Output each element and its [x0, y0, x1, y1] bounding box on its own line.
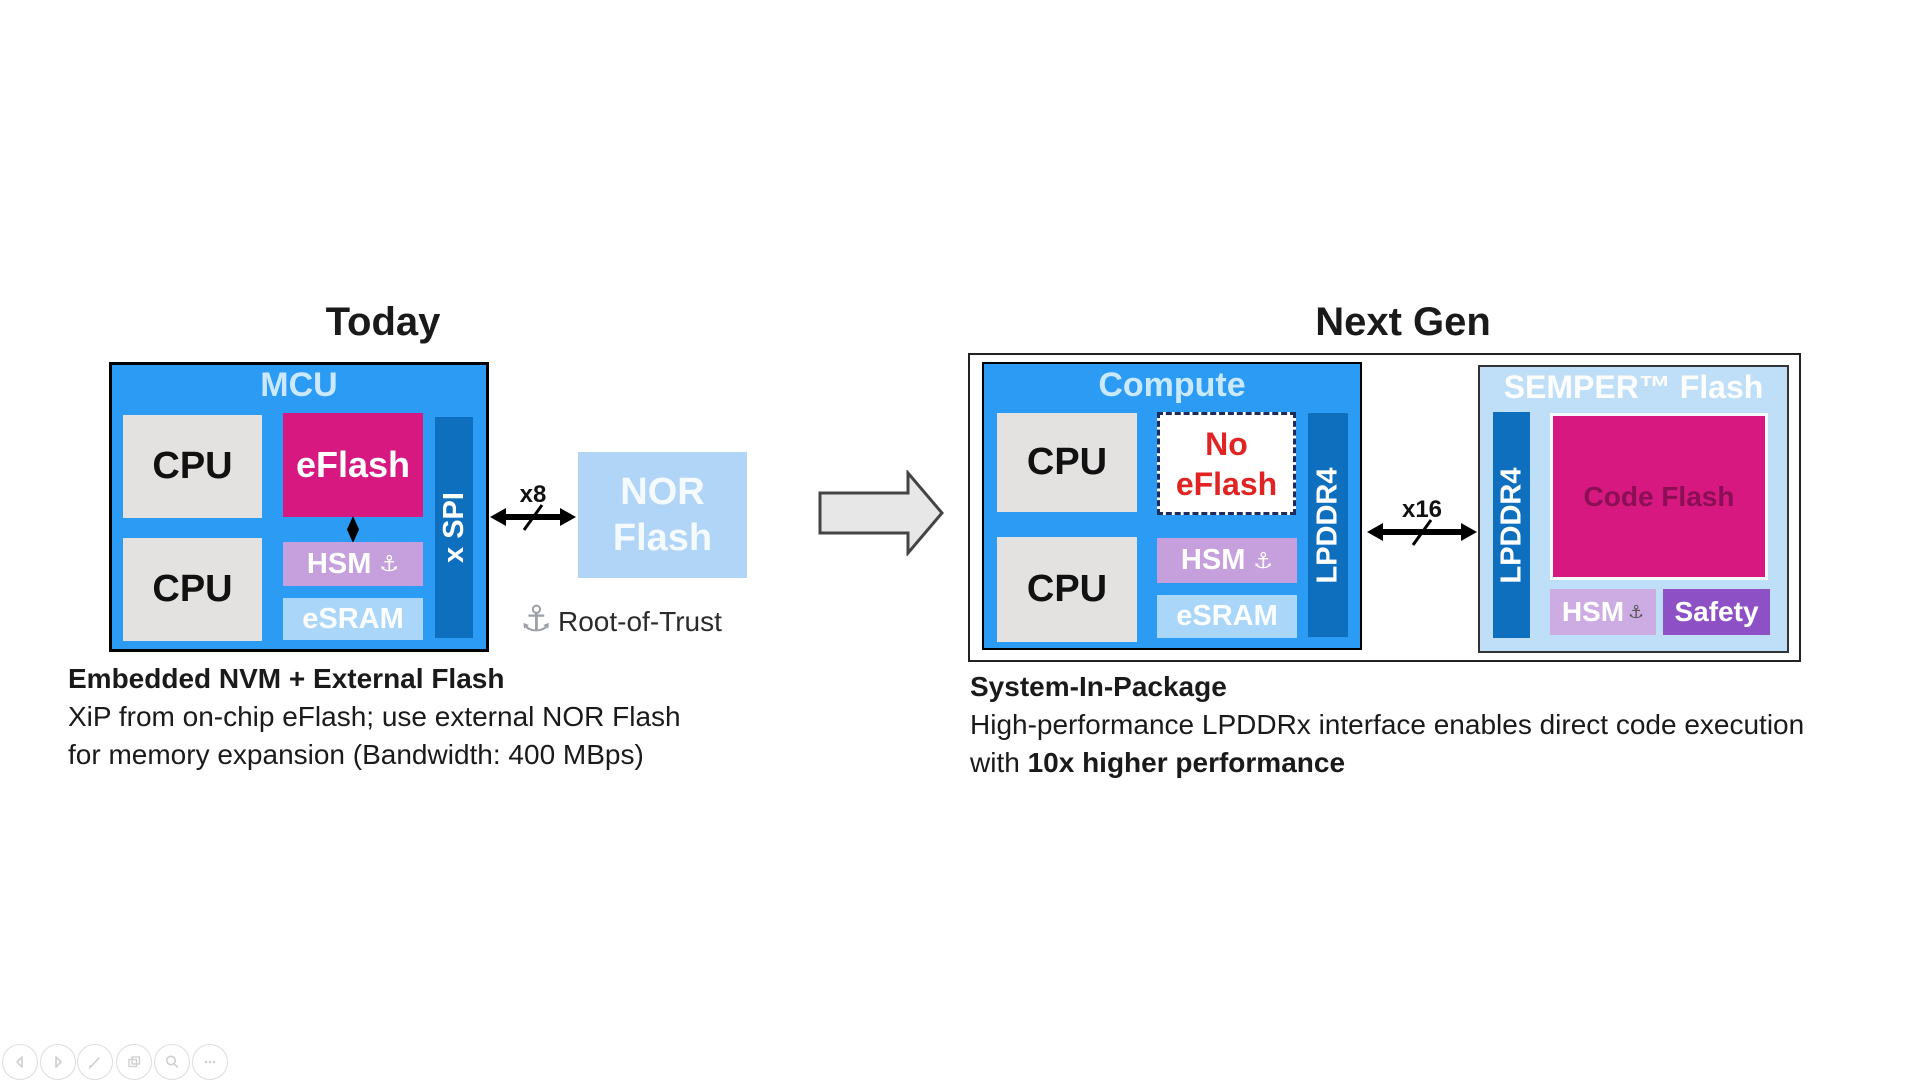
right-caption: System-In-Package High-performance LPDDR… — [970, 668, 1804, 782]
left-title: Today — [325, 300, 441, 344]
hsm-block-compute: HSM ⚓ — [1157, 538, 1297, 583]
safety-block: Safety — [1663, 589, 1770, 635]
semper-flash-label: SEMPER™ Flash — [1503, 369, 1764, 405]
compute-label: Compute — [1098, 366, 1246, 404]
cpu-block-top-left: CPU — [123, 415, 262, 518]
hsm-block-semper: HSM ⚓ — [1550, 589, 1656, 635]
lpddr4-bar-semper: LPDDR4 — [1493, 412, 1530, 638]
eflash-block: eFlash — [283, 413, 423, 517]
xspi-label: x SPI — [437, 492, 470, 563]
left-caption-line2: for memory expansion (Bandwidth: 400 MBp… — [68, 739, 644, 770]
hsm-block-left: HSM ⚓ — [283, 542, 423, 586]
previous-slide-button[interactable] — [2, 1044, 38, 1080]
left-caption: Embedded NVM + External Flash XiP from o… — [68, 660, 681, 774]
hsm-label: HSM — [1180, 544, 1246, 576]
anchor-icon: ⚓ — [379, 551, 400, 576]
ellipsis-icon — [204, 1060, 216, 1064]
next-icon — [55, 1056, 62, 1068]
nor-flash-block: NOR Flash — [578, 452, 747, 578]
slides-icon — [128, 1056, 141, 1068]
transition-arrow — [818, 470, 944, 556]
hsm-label: HSM — [1561, 596, 1625, 627]
slides-overview-button[interactable] — [116, 1044, 152, 1080]
x16-bus-label: x16 — [1401, 496, 1443, 523]
right-caption-heading: System-In-Package — [970, 671, 1227, 702]
left-caption-heading: Embedded NVM + External Flash — [68, 663, 505, 694]
x8-bus-arrow — [490, 504, 576, 531]
no-eflash-line2: eFlash — [1175, 465, 1278, 502]
nor-flash-line2: Flash — [612, 517, 713, 559]
xspi-bar: x SPI — [435, 417, 473, 638]
previous-icon — [16, 1056, 23, 1068]
root-of-trust-anchor-icon: ⚓ — [520, 598, 553, 639]
zoom-button[interactable] — [154, 1044, 190, 1080]
right-caption-line1: High-performance LPDDRx interface enable… — [970, 709, 1805, 740]
esram-block-compute: eSRAM — [1157, 595, 1297, 638]
lpddr4-label: LPDDR4 — [1495, 466, 1528, 584]
cpu-block-bottom-left: CPU — [123, 538, 262, 641]
mcu-label: MCU — [260, 366, 338, 404]
annotate-button[interactable] — [77, 1044, 113, 1080]
no-eflash-block: No eFlash — [1157, 412, 1296, 515]
anchor-icon: ⚓ — [1253, 547, 1274, 573]
eflash-hsm-connector-arrow — [347, 516, 359, 543]
x16-bus-arrow — [1367, 519, 1477, 546]
no-eflash-line1: No — [1205, 425, 1248, 462]
anchor-icon: ⚓ — [1628, 601, 1645, 622]
hsm-label: HSM — [306, 547, 372, 580]
esram-block-left: eSRAM — [283, 598, 423, 640]
right-caption-line2: with 10x higher performance — [970, 744, 1804, 782]
cpu-block-bottom-right: CPU — [997, 537, 1137, 642]
code-flash-block: Code Flash — [1550, 413, 1768, 580]
cpu-block-top-right: CPU — [997, 413, 1137, 512]
next-slide-button[interactable] — [40, 1044, 76, 1080]
nor-flash-line1: NOR — [620, 471, 705, 513]
more-options-button[interactable] — [192, 1044, 228, 1080]
x8-bus-label: x8 — [519, 481, 547, 508]
magnifier-icon — [166, 1055, 179, 1068]
lpddr4-label: LPDDR4 — [1311, 466, 1344, 584]
right-title: Next Gen — [1315, 300, 1491, 344]
root-of-trust-label: Root-of-Trust — [558, 606, 722, 637]
right-caption-line2-bold: 10x higher performance — [1027, 747, 1346, 778]
left-caption-line1: XiP from on-chip eFlash; use external NO… — [68, 701, 681, 732]
pen-icon — [88, 1056, 101, 1070]
lpddr4-bar-compute: LPDDR4 — [1308, 413, 1348, 637]
right-caption-line2-prefix: with — [970, 747, 1028, 778]
